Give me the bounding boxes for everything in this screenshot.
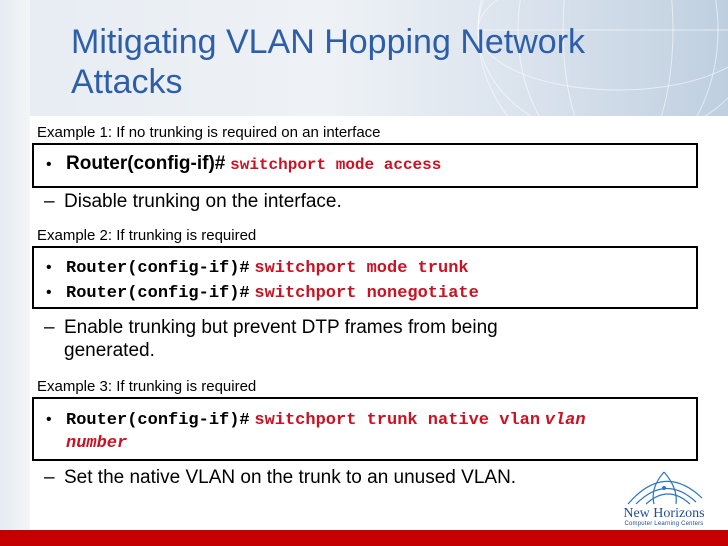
example-3-command-1: • Router(config-if)# switchport trunk nat… <box>46 409 586 431</box>
globe-decoration <box>477 0 728 130</box>
command-prompt: Router(config-if)# <box>66 411 250 430</box>
example-2-label: Example 2: If trunking is required <box>37 227 257 244</box>
command-prompt: Router(config-if)# <box>66 284 250 303</box>
logo-tagline: Computer Learning Centers <box>624 521 704 527</box>
example-2-command-2: • Router(config-if)# switchport nonegotia… <box>46 282 479 304</box>
example-3-label: Example 3: If trunking is required <box>37 378 257 395</box>
example-1-command-box: • Router(config-if)# switchport mode acce… <box>32 143 698 188</box>
example-2-command-box: • Router(config-if)# switchport mode trun… <box>32 246 698 309</box>
bottom-accent-rule <box>0 530 728 546</box>
dash-icon: – <box>44 191 55 212</box>
bullet-icon: • <box>46 411 52 428</box>
dash-icon: – <box>44 467 55 488</box>
example-3-command-1-continued: number <box>66 432 127 454</box>
command-keyword: switchport mode trunk <box>254 259 469 278</box>
bullet-icon: • <box>46 156 52 173</box>
example-3-command-box: • Router(config-if)# switchport trunk nat… <box>32 397 698 461</box>
command-keyword: switchport mode access <box>230 156 442 174</box>
new-horizons-logo: New Horizons Computer Learning Centers <box>606 470 722 528</box>
bullet-icon: • <box>46 259 52 276</box>
example-2-description: –Enable trunking but prevent DTP frames … <box>44 317 498 361</box>
command-argument: number <box>66 434 128 453</box>
slide-title: Mitigating VLAN Hopping Network Attacks <box>71 22 631 102</box>
slide-title-line-2: Attacks <box>71 63 183 101</box>
example-3-description: –Set the native VLAN on the trunk to an … <box>44 467 517 488</box>
command-prompt: Router(config-if)# <box>66 153 226 174</box>
title-band <box>0 0 728 116</box>
slide-title-line-1: Mitigating VLAN Hopping Network <box>71 23 586 61</box>
logo-brand: New Horizons <box>623 506 705 521</box>
example-2-command-1: • Router(config-if)# switchport mode trun… <box>46 257 469 279</box>
command-keyword: switchport trunk native vlan <box>254 411 541 430</box>
left-decoration-strip <box>0 0 30 530</box>
command-keyword: switchport nonegotiate <box>254 284 479 303</box>
command-argument: vlan <box>544 411 586 430</box>
example-1-label: Example 1: If no trunking is required on… <box>37 124 381 141</box>
example-1-command-1: • Router(config-if)# switchport mode acce… <box>46 154 441 175</box>
globe-logo-icon <box>627 471 703 505</box>
command-prompt: Router(config-if)# <box>66 259 250 278</box>
bullet-icon: • <box>46 284 52 301</box>
example-1-description: –Disable trunking on the interface. <box>44 191 342 212</box>
dash-icon: – <box>44 317 55 338</box>
